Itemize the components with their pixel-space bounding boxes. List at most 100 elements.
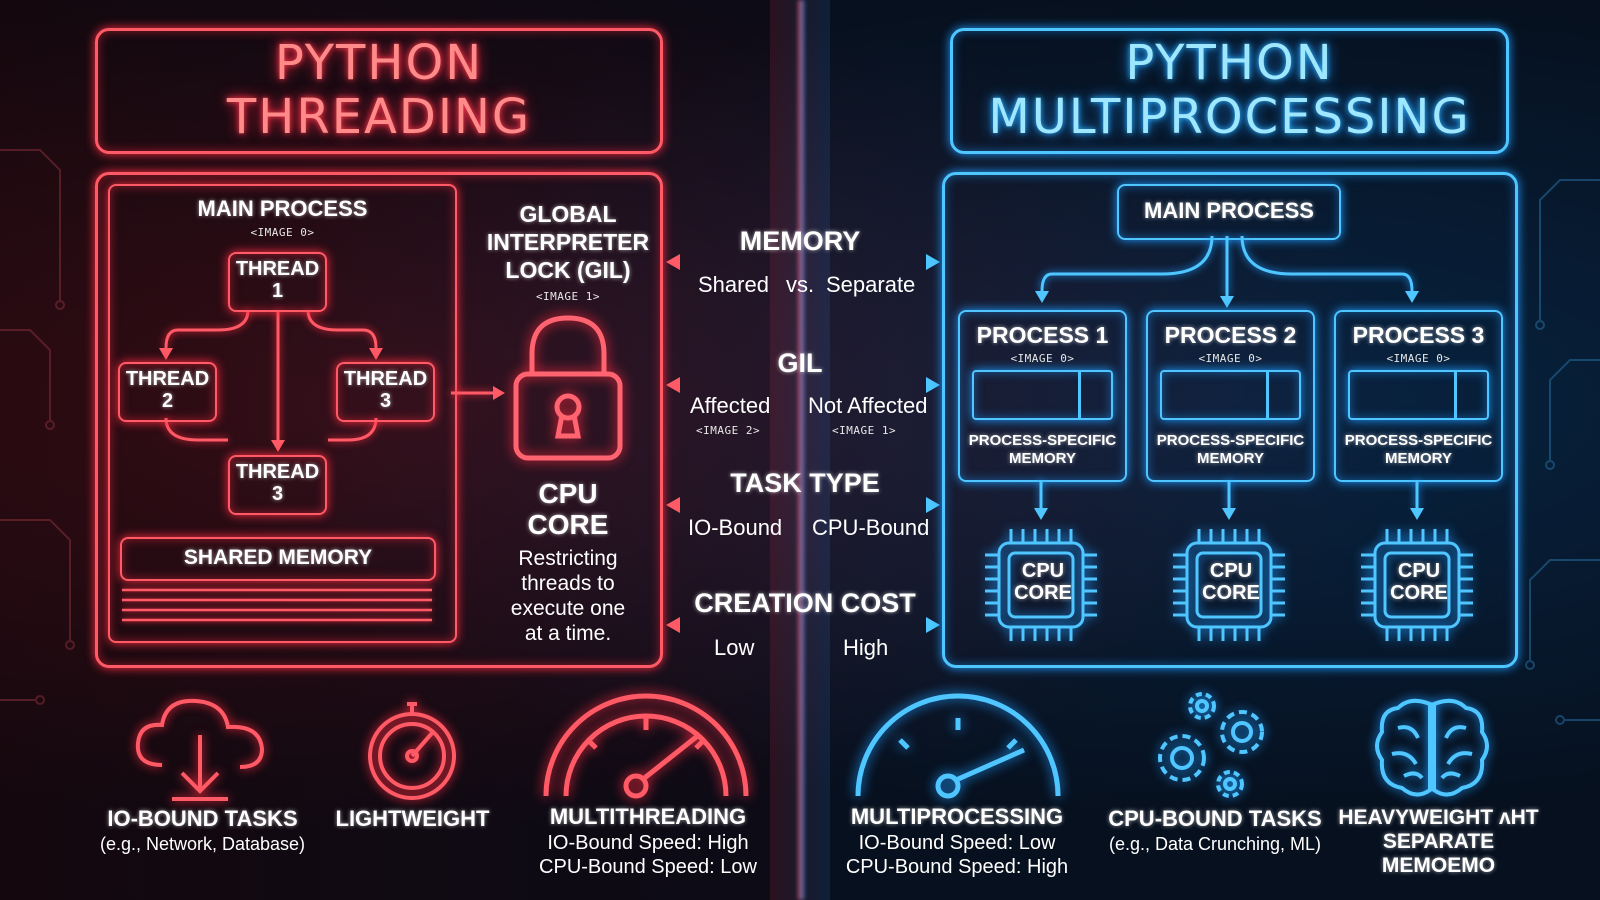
cpu-chip-icon-2 bbox=[1173, 529, 1285, 641]
cpu-chip-2-line2: CORE bbox=[1202, 582, 1260, 604]
thread-2-text: THREAD bbox=[125, 368, 210, 390]
process-1-memory-bar bbox=[972, 370, 1113, 420]
multiprocessing-line1: IO-Bound Speed: Low bbox=[858, 832, 1056, 854]
thread-3a-num: 3 bbox=[379, 390, 392, 412]
process-2-memory-bar bbox=[1160, 370, 1301, 420]
mp-main-process-box bbox=[1117, 184, 1341, 240]
multiprocessing-bottom-title: MULTIPROCESSING bbox=[850, 804, 1064, 829]
gil-description: Restricting threads to execute one at a … bbox=[478, 546, 658, 646]
cpu-chip-2-label: CPU CORE bbox=[1169, 560, 1293, 604]
multiprocessing-title-line1: PYTHON bbox=[1125, 35, 1334, 91]
cpu-chip-3-line1: CPU bbox=[1397, 560, 1441, 582]
process-3-label: PROCESS 3 bbox=[1352, 322, 1485, 348]
thread-1-text: THREAD bbox=[235, 258, 320, 280]
lightweight-title: LIGHTWEIGHT bbox=[335, 806, 490, 831]
compare-gil-left: Affected bbox=[690, 393, 771, 418]
compare-memory-left: Shared bbox=[698, 272, 769, 297]
gil-desc-line4: at a time. bbox=[524, 622, 612, 645]
thread-1-num: 1 bbox=[271, 280, 284, 302]
gil-title-line1: GLOBAL bbox=[519, 201, 617, 227]
cpu-chip-1-label: CPU CORE bbox=[981, 560, 1105, 604]
compare-memory-title: MEMORY bbox=[739, 226, 861, 256]
cpu-core-title: CPU CORE bbox=[478, 478, 658, 540]
circuit-decoration-right bbox=[1525, 179, 1600, 725]
threading-panel bbox=[95, 172, 663, 668]
compare-task-right: CPU-Bound bbox=[812, 515, 930, 540]
process-3-mem-line2: MEMORY bbox=[1385, 450, 1452, 467]
main-process-box bbox=[108, 184, 457, 643]
compare-memory-right: Separate bbox=[826, 272, 916, 297]
thread-2-num: 2 bbox=[161, 390, 174, 412]
thread-3a-label: THREAD 3 bbox=[336, 368, 435, 412]
multithreading-line1: IO-Bound Speed: High bbox=[547, 832, 749, 854]
thread-3a-text: THREAD bbox=[343, 368, 428, 390]
multiprocessing-line2: CPU-Bound Speed: High bbox=[845, 856, 1069, 878]
multithreading-line2: CPU-Bound Speed: Low bbox=[539, 856, 757, 878]
shared-memory-stripes bbox=[122, 588, 432, 622]
multithreading-title: MULTITHREADING bbox=[549, 804, 747, 829]
center-divider bbox=[798, 0, 804, 900]
process-3-memory-bar bbox=[1348, 370, 1489, 420]
gil-tag: <IMAGE 1> bbox=[535, 290, 601, 303]
io-bound-subtitle: (e.g., Network, Database) bbox=[99, 834, 306, 854]
threading-title-line2: THREADING bbox=[226, 89, 532, 145]
cpu-core-line2: CORE bbox=[527, 509, 609, 540]
gears-icon bbox=[1158, 692, 1264, 798]
cpu-core-line1: CPU bbox=[538, 478, 598, 509]
gil-desc-line1: Restricting bbox=[518, 547, 618, 570]
mp-main-process-label: MAIN PROCESS bbox=[1144, 198, 1314, 223]
process-2-memory-divider bbox=[1266, 372, 1269, 418]
process-2-memory-label: PROCESS-SPECIFIC MEMORY bbox=[1146, 432, 1315, 468]
heavyweight-line1: HEAVYWEIGHT ᴧHT bbox=[1338, 806, 1539, 829]
thread-3b-label: THREAD 3 bbox=[228, 461, 327, 505]
gil-title: GLOBAL INTERPRETER LOCK (GIL) bbox=[478, 200, 658, 284]
shared-memory-box bbox=[120, 537, 436, 581]
compare-task-left: IO-Bound bbox=[688, 515, 783, 540]
cpu-chip-3-line2: CORE bbox=[1390, 582, 1448, 604]
process-connectors bbox=[1035, 235, 1419, 308]
threading-title: PYTHON THREADING bbox=[95, 36, 663, 144]
compare-gil-left-tag: <IMAGE 2> bbox=[696, 424, 761, 437]
compare-gil-right-tag: <IMAGE 1> bbox=[832, 424, 897, 437]
thread-2-box bbox=[118, 362, 217, 422]
thread-3b-box bbox=[228, 455, 327, 515]
process-1-tag: <IMAGE 0> bbox=[1010, 352, 1075, 365]
shared-memory-label: SHARED MEMORY bbox=[183, 546, 373, 569]
thread-3b-num: 3 bbox=[271, 483, 284, 505]
process-1-mem-line1: PROCESS-SPECIFIC bbox=[968, 432, 1117, 449]
cpu-bound-subtitle: (e.g., Data Crunching, ML) bbox=[1108, 834, 1322, 854]
process-3-memory-label: PROCESS-SPECIFIC MEMORY bbox=[1334, 432, 1503, 468]
compare-memory-mid: vs. bbox=[786, 272, 815, 297]
thread-3a-box bbox=[336, 362, 435, 422]
lock-icon bbox=[513, 315, 623, 461]
process-1-memory-label: PROCESS-SPECIFIC MEMORY bbox=[958, 432, 1127, 468]
compare-cost-title: CREATION COST bbox=[694, 588, 916, 618]
compare-gil-title: GIL bbox=[777, 348, 823, 378]
process-3-tag: <IMAGE 0> bbox=[1386, 352, 1451, 365]
cpu-chip-1-line2: CORE bbox=[1014, 582, 1072, 604]
cpu-chip-1-line1: CPU bbox=[1021, 560, 1065, 582]
brain-icon bbox=[1375, 698, 1489, 797]
stopwatch-icon bbox=[368, 702, 456, 800]
process-1-memory-divider bbox=[1078, 372, 1081, 418]
cpu-chip-2-line1: CPU bbox=[1209, 560, 1253, 582]
gil-title-line3: LOCK (GIL) bbox=[505, 257, 631, 283]
multiprocessing-title-line2: MULTIPROCESSING bbox=[988, 89, 1471, 145]
multiprocessing-gauge-icon bbox=[855, 693, 1061, 799]
thread-1-box bbox=[228, 252, 327, 312]
gil-desc-line3: execute one bbox=[510, 597, 626, 620]
process-3-memory-divider bbox=[1454, 372, 1457, 418]
compare-cost-right: High bbox=[843, 635, 889, 660]
cloud-download-icon bbox=[135, 698, 265, 801]
process-2-mem-line2: MEMORY bbox=[1197, 450, 1264, 467]
cpu-chip-icon-3 bbox=[1361, 529, 1473, 641]
process-2-label: PROCESS 2 bbox=[1164, 322, 1297, 348]
process-3-mem-line1: PROCESS-SPECIFIC bbox=[1344, 432, 1493, 449]
circuit-decoration-left bbox=[0, 149, 75, 705]
gil-title-line2: INTERPRETER bbox=[486, 229, 650, 255]
multithreading-gauge-icon bbox=[543, 693, 749, 799]
multiprocessing-panel bbox=[942, 172, 1518, 668]
thread-connectors bbox=[159, 309, 505, 452]
compare-task-title: TASK TYPE bbox=[730, 468, 880, 498]
io-bound-title: IO-BOUND TASKS bbox=[107, 806, 298, 831]
